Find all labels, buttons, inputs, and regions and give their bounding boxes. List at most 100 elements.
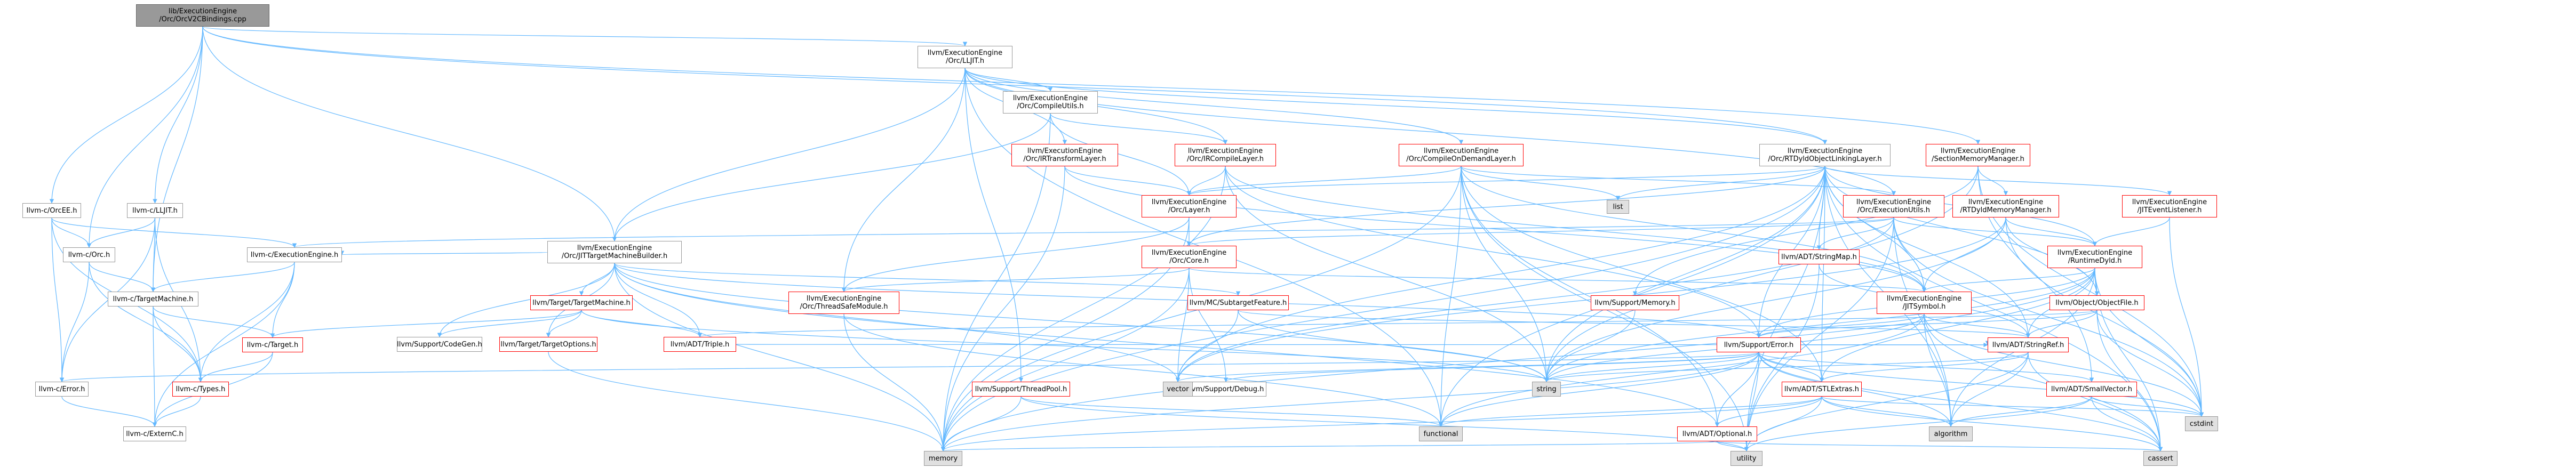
node-label-line1: llvm/ExecutionEngine [1027, 147, 1103, 155]
node-target-targetoptions[interactable]: llvm/Target/TargetOptions.h [499, 337, 597, 352]
dependency-edge [51, 217, 297, 248]
node-label: llvm/ADT/STLExtras.h [1784, 385, 1860, 393]
node-label-line2: /Orc/CompileOnDemandLayer.h [1406, 155, 1516, 163]
dependency-edge [1544, 166, 1825, 382]
node-orc-ircompilelayer[interactable]: llvm/ExecutionEngine/Orc/IRCompileLayer.… [1175, 144, 1276, 166]
dependency-edge [150, 262, 295, 292]
dependency-edge [2094, 268, 2204, 417]
node-jitsymbol[interactable]: llvm/ExecutionEngine/JITSymbol.h [1877, 292, 1972, 314]
dependency-edge [1225, 166, 1761, 338]
dependency-edge [1816, 217, 1894, 250]
node-llvm-c-externc[interactable]: llvm-c/ExternC.h [123, 426, 186, 441]
dependency-edge [614, 263, 946, 451]
dependency-edge [1438, 396, 1822, 427]
node-orc-executionutils[interactable]: llvm/ExecutionEngine/Orc/ExecutionUtils.… [1843, 195, 1944, 217]
node-label: llvm/Support/ThreadPool.h [975, 385, 1067, 393]
node-llvm-c-lljit[interactable]: llvm-c/LLJIT.h [127, 203, 183, 218]
node-adt-stringref[interactable]: llvm/ADT/StringRef.h [1988, 337, 2069, 352]
node-llvm-c-error[interactable]: llvm-c/Error.h [35, 382, 89, 397]
node-label-line1: llvm/ExecutionEngine [1187, 147, 1263, 155]
node-llvm-c-targetmachine[interactable]: llvm-c/TargetMachine.h [108, 292, 198, 306]
node-orc-lljit[interactable]: llvm/ExecutionEngine/Orc/LLJIT.h [918, 46, 1012, 68]
dependency-edge [842, 268, 1190, 292]
node-label-line1: llvm/ExecutionEngine [1012, 94, 1088, 102]
node-orc-rtdyldobjectlinkinglayer[interactable]: llvm/ExecutionEngine/Orc/RTDyldObjectLin… [1759, 144, 1891, 166]
dependency-edge [1187, 217, 1894, 246]
dependency-edge [614, 263, 1720, 427]
node-std-memory: memory [924, 451, 962, 466]
node-label: llvm/Object/ObjectFile.h [2055, 298, 2139, 307]
node-orc-threadsafemodule[interactable]: llvm/ExecutionEngine/Orc/ThreadSafeModul… [788, 292, 899, 314]
node-label-line1: llvm/ExecutionEngine [1968, 198, 2044, 206]
node-root-orcv2cbindings: lib/ExecutionEngine /Orc/OrcV2CBindings.… [136, 4, 269, 27]
node-label-line2: /RuntimeDyld.h [2068, 257, 2122, 265]
dependency-edge [1461, 166, 1621, 200]
dependency-edge [59, 262, 90, 382]
node-orc-jittargetmachinebuilder[interactable]: llvm/ExecutionEngine/Orc/JITTargetMachin… [547, 241, 682, 263]
node-sectionmemorymanager[interactable]: llvm/ExecutionEngine/SectionMemoryManage… [1926, 144, 2030, 166]
node-rtdyldmemorymanager[interactable]: llvm/ExecutionEngine/RTDyldMemoryManager… [1952, 195, 2059, 217]
dependency-edge [940, 396, 1022, 451]
dependency-edge [841, 68, 966, 292]
dependency-edge [1186, 166, 1462, 196]
dependency-edge [1189, 268, 1229, 382]
node-label: llvm/ADT/Triple.h [670, 340, 730, 349]
node-support-threadpool[interactable]: llvm/Support/ThreadPool.h [972, 382, 1070, 397]
node-support-debug[interactable]: llvm/Support/Debug.h [1185, 382, 1266, 397]
node-object-objectfile[interactable]: llvm/Object/ObjectFile.h [2049, 295, 2144, 310]
node-adt-stringmap[interactable]: llvm/ADT/StringMap.h [1779, 249, 1860, 264]
node-orc-compileutils[interactable]: llvm/ExecutionEngine/Orc/CompileUtils.h [1003, 91, 1098, 114]
node-orc-compileondemandlayer[interactable]: llvm/ExecutionEngine/Orc/CompileOnDemand… [1399, 144, 1524, 166]
node-label-line2: /Orc/LLJIT.h [945, 57, 985, 65]
node-adt-smallvector[interactable]: llvm/ADT/SmallVector.h [2046, 382, 2137, 397]
node-llvm-c-types[interactable]: llvm-c/Types.h [172, 382, 229, 397]
node-mc-subtargetfeature[interactable]: llvm/MC/SubtargetFeature.h [1187, 295, 1289, 310]
dependency-edge [437, 263, 615, 337]
node-orc-irtransformlayer[interactable]: llvm/ExecutionEngine/Orc/IRTransformLaye… [1011, 144, 1118, 166]
dependency-edge [1821, 396, 1953, 427]
node-adt-triple[interactable]: llvm/ADT/Triple.h [664, 337, 736, 352]
dependency-edge [1893, 217, 1927, 292]
dependency-edge [270, 262, 295, 338]
dependency-edge [1225, 166, 1549, 382]
dependency-edge [1893, 217, 2098, 246]
node-label: string [1536, 385, 1557, 393]
node-target-targetmachine[interactable]: llvm/Target/TargetMachine.h [530, 295, 633, 310]
node-llvm-c-target[interactable]: llvm-c/Target.h [242, 337, 303, 352]
node-llvm-c-orcee[interactable]: llvm-c/OrcEE.h [22, 203, 81, 218]
dependency-edge [940, 166, 1226, 451]
node-support-error[interactable]: llvm/Support/Error.h [1717, 337, 1801, 352]
dependency-edge [2091, 396, 2204, 417]
node-orc-layer[interactable]: llvm/ExecutionEngine/Orc/Layer.h [1142, 195, 1237, 217]
node-label-line1: lib/ExecutionEngine [168, 7, 237, 15]
node-jiteventlistener[interactable]: llvm/ExecutionEngine/JITEventListener.h [2122, 195, 2217, 217]
node-label: llvm/MC/SubtargetFeature.h [1189, 298, 1287, 307]
dependency-edge [1717, 441, 2163, 451]
node-orc-core[interactable]: llvm/ExecutionEngine/Orc/Core.h [1142, 246, 1237, 268]
node-llvm-c-orc[interactable]: llvm-c/Orc.h [63, 247, 115, 262]
dependency-edge [1819, 352, 2029, 382]
node-llvm-c-executionengine[interactable]: llvm-c/ExecutionEngine.h [247, 247, 342, 262]
node-adt-optional[interactable]: llvm/ADT/Optional.h [1677, 426, 1757, 441]
node-label: llvm-c/ExternC.h [126, 430, 184, 438]
node-adt-stlextras[interactable]: llvm/ADT/STLExtras.h [1782, 382, 1862, 397]
node-std-vector: vector [1163, 382, 1193, 397]
dependency-edge [698, 310, 2098, 337]
node-runtimedyld[interactable]: llvm/ExecutionEngine/RuntimeDyld.h [2047, 246, 2142, 268]
dependency-edge [2005, 217, 2098, 246]
node-support-memory[interactable]: llvm/Support/Memory.h [1591, 295, 1679, 310]
dependency-edge [86, 217, 156, 248]
node-support-codegen[interactable]: llvm/Support/CodeGen.h [397, 337, 482, 352]
dependency-edge [49, 26, 203, 204]
dependency-edge [152, 306, 157, 427]
dependency-edge [1744, 166, 1825, 451]
dependency-edge [51, 217, 65, 382]
node-label-line2: /Orc/RTDyldObjectLinkingLayer.h [1768, 155, 1882, 163]
dependency-edge [1544, 310, 1636, 382]
dependency-edge [1461, 166, 1720, 427]
dependency-edge [152, 262, 295, 427]
node-label-line2: /Orc/CompileUtils.h [1017, 102, 1084, 110]
node-label: llvm-c/OrcEE.h [26, 206, 77, 215]
dependency-edge [1821, 396, 2204, 417]
dependency-edge [1632, 166, 1979, 296]
